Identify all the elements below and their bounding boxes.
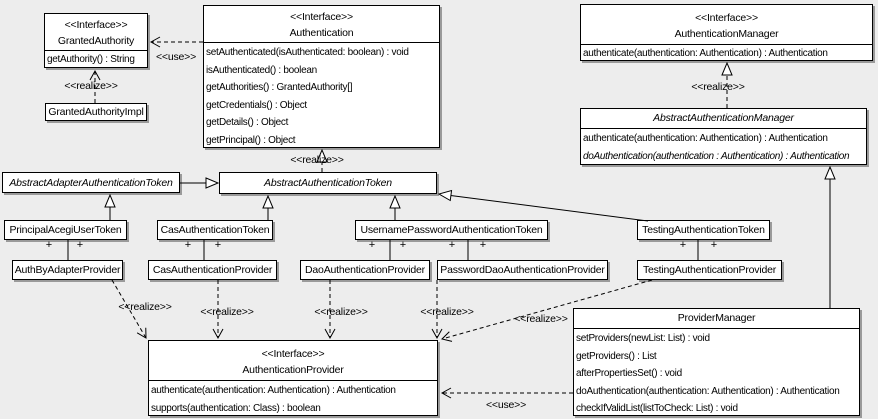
class-name: ProviderManager <box>677 312 756 324</box>
edge-label-realize: <<realize>> <box>514 313 568 325</box>
association-end-plus: + <box>45 239 53 251</box>
method: afterPropertiesSet() : void <box>576 368 682 380</box>
edge-label-realize: <<realize>> <box>118 301 172 313</box>
class-principal-acegi-user-token[interactable]: PrincipalAcegiUserToken <box>4 220 127 240</box>
class-cas-authentication-token[interactable]: CasAuthenticationToken <box>157 220 273 240</box>
method: isAuthenticated() : boolean <box>206 64 317 76</box>
association-end-plus: + <box>368 239 376 251</box>
edge-label-realize: <<realize>> <box>314 306 368 318</box>
edge-label-realize: <<realize>> <box>64 80 118 92</box>
association-end-plus: + <box>214 239 222 251</box>
class-testing-authentication-provider[interactable]: TestingAuthenticationProvider <box>637 260 782 280</box>
class-name: AuthenticationManager <box>674 28 779 40</box>
association-end-plus: + <box>679 239 687 251</box>
class-provider-manager[interactable]: ProviderManager setProviders(newList: Li… <box>573 308 860 416</box>
class-cas-authentication-provider[interactable]: CasAuthenticationProvider <box>148 260 277 280</box>
method: setProviders(newList: List) : void <box>576 333 710 344</box>
method: getAuthority() : String <box>47 54 135 65</box>
method: getPrincipal() : Object <box>206 134 296 146</box>
class-header: <<Interface>> GrantedAuthority <box>45 14 147 51</box>
class-abstract-authentication-token[interactable]: AbstractAuthenticationToken <box>219 172 437 194</box>
association-end-plus: + <box>479 239 487 251</box>
class-header: <<Interface>> Authentication <box>204 6 439 43</box>
edge-generalization-testingtoken <box>439 194 649 222</box>
class-name: AbstractAuthenticationManager <box>653 112 794 124</box>
class-authentication-manager[interactable]: <<Interface>> AuthenticationManager auth… <box>580 4 873 61</box>
stereotype-interface: <<Interface>> <box>695 12 758 24</box>
class-name: AbstractAdapterAuthenticationToken <box>9 176 173 189</box>
association-end-plus: + <box>184 239 192 251</box>
edge-label-realize: <<realize>> <box>420 306 474 318</box>
class-name: Authentication <box>289 27 354 39</box>
class-password-dao-authentication-provider[interactable]: PasswordDaoAuthenticationProvider <box>437 260 608 280</box>
class-name: AuthByAdapterProvider <box>14 264 121 276</box>
association-end-plus: + <box>76 239 84 251</box>
class-name: CasAuthenticationToken <box>160 224 270 236</box>
class-name: AuthenticationProvider <box>242 364 344 376</box>
class-header: ProviderManager <box>574 309 859 329</box>
stereotype-interface: <<Interface>> <box>290 11 353 23</box>
method: authenticate(authentication: Authenticat… <box>151 385 396 396</box>
class-dao-authentication-provider[interactable]: DaoAuthenticationProvider <box>300 260 430 280</box>
method: supports(authentication: Class) : boolea… <box>151 402 321 414</box>
association-end-plus: + <box>399 239 407 251</box>
class-name: UsernamePasswordAuthenticationToken <box>360 224 543 236</box>
class-granted-authority[interactable]: <<Interface>> GrantedAuthority getAuthor… <box>44 13 148 68</box>
class-auth-by-adapter-provider[interactable]: AuthByAdapterProvider <box>12 260 123 280</box>
edge-label-realize: <<realize>> <box>200 306 254 318</box>
class-authentication-provider[interactable]: <<Interface>> AuthenticationProvider aut… <box>148 340 438 416</box>
method: authenticate(authentication: Authenticat… <box>583 133 828 144</box>
method: setAuthenticated(isAuthenticated: boolea… <box>206 47 409 58</box>
method: authenticate(authentication: Authenticat… <box>583 48 828 59</box>
class-abstract-adapter-authentication-token[interactable]: AbstractAdapterAuthenticationToken <box>2 172 180 193</box>
method: checkIfValidList(listToCheck: List) : vo… <box>576 403 738 415</box>
method: getCredentials() : Object <box>206 99 307 111</box>
class-abstract-authentication-manager[interactable]: AbstractAuthenticationManager authentica… <box>580 108 867 165</box>
stereotype-interface: <<Interface>> <box>261 348 325 360</box>
edge-label-use: <<use>> <box>485 399 527 411</box>
class-name: AbstractAuthenticationToken <box>264 177 392 189</box>
class-testing-authentication-token[interactable]: TestingAuthenticationToken <box>637 220 770 240</box>
class-name: CasAuthenticationProvider <box>152 264 273 276</box>
method: getAuthorities() : GrantedAuthority[] <box>206 82 353 94</box>
edge-label-use: <<use>> <box>155 51 197 63</box>
class-header: <<Interface>> AuthenticationProvider <box>149 341 437 381</box>
class-name: PasswordDaoAuthenticationProvider <box>440 264 605 276</box>
method: doAuthentication(authentication: Authent… <box>576 385 840 397</box>
class-name: GrantedAuthorityImpl <box>48 106 144 118</box>
class-name: DaoAuthenticationProvider <box>305 264 425 276</box>
stereotype-interface: <<Interface>> <box>64 19 128 31</box>
class-name: GrantedAuthority <box>57 35 135 47</box>
class-authentication[interactable]: <<Interface>> Authentication setAuthenti… <box>203 5 440 148</box>
method-abstract: doAuthentication(authentication : Authen… <box>583 151 850 162</box>
class-username-password-authentication-token[interactable]: UsernamePasswordAuthenticationToken <box>355 220 548 240</box>
class-granted-authority-impl[interactable]: GrantedAuthorityImpl <box>45 103 147 121</box>
class-name: TestingAuthenticationProvider <box>642 264 777 276</box>
edge-label-realize: <<realize>> <box>290 154 344 166</box>
association-end-plus: + <box>448 239 456 251</box>
edge-label-realize: <<realize>> <box>691 81 745 93</box>
class-name: PrincipalAcegiUserToken <box>9 224 122 236</box>
method: getDetails() : Object <box>206 117 289 129</box>
class-name: TestingAuthenticationToken <box>642 224 765 236</box>
class-header: AbstractAuthenticationManager <box>581 109 866 129</box>
class-header: <<Interface>> AuthenticationManager <box>581 5 872 45</box>
method: getProviders() : List <box>576 350 657 362</box>
association-end-plus: + <box>710 239 718 251</box>
